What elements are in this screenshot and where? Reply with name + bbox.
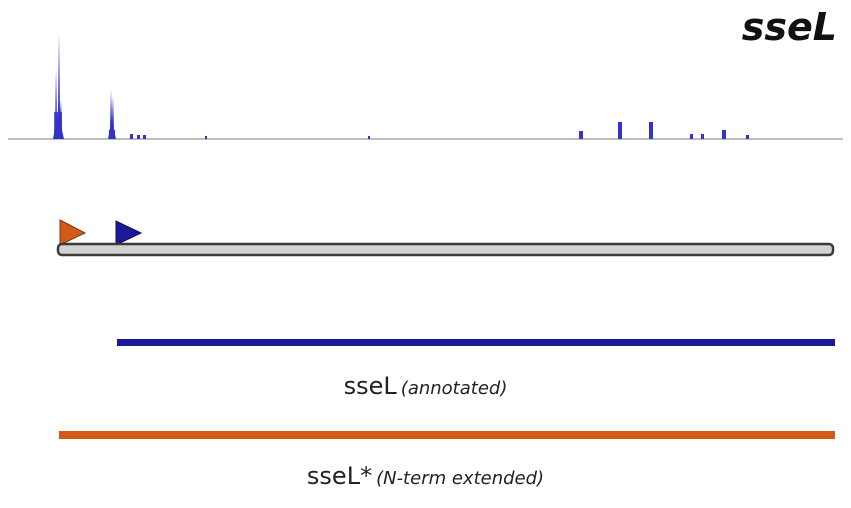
coverage-peak bbox=[137, 135, 140, 139]
coverage-peak bbox=[649, 122, 653, 139]
coverage-peak bbox=[109, 130, 115, 139]
isoform-name: sseL bbox=[343, 372, 397, 400]
coverage-peaks bbox=[53, 33, 749, 139]
annotated-isoform-bar bbox=[117, 339, 835, 346]
coverage-track bbox=[8, 33, 843, 140]
isoform-note: (N-term extended) bbox=[376, 468, 545, 489]
extended-isoform-label: sseL*(N-term extended) bbox=[0, 462, 851, 490]
coverage-peak bbox=[130, 134, 133, 139]
coverage-peak bbox=[701, 134, 704, 139]
coverage-peak bbox=[143, 135, 146, 139]
coverage-peak bbox=[54, 112, 62, 139]
extended-isoform-bar bbox=[59, 431, 835, 439]
coverage-peak bbox=[579, 131, 583, 139]
coverage-peak bbox=[368, 136, 370, 139]
coverage-peak bbox=[746, 135, 749, 139]
gene-title: sseL bbox=[741, 5, 837, 49]
extended-start-flag bbox=[59, 219, 87, 246]
isoform-name: sseL* bbox=[306, 462, 373, 490]
coverage-peak bbox=[618, 122, 622, 139]
gene-body bbox=[56, 242, 835, 257]
start-sites bbox=[59, 219, 143, 246]
isoform-note: (annotated) bbox=[400, 378, 508, 399]
annotated-isoform-label: sseL(annotated) bbox=[0, 372, 851, 400]
coverage-peak bbox=[690, 134, 693, 139]
annotated-start-flag bbox=[115, 220, 143, 246]
coverage-peak bbox=[722, 130, 726, 139]
coverage-peak bbox=[108, 90, 116, 139]
coverage-peak bbox=[205, 136, 207, 139]
